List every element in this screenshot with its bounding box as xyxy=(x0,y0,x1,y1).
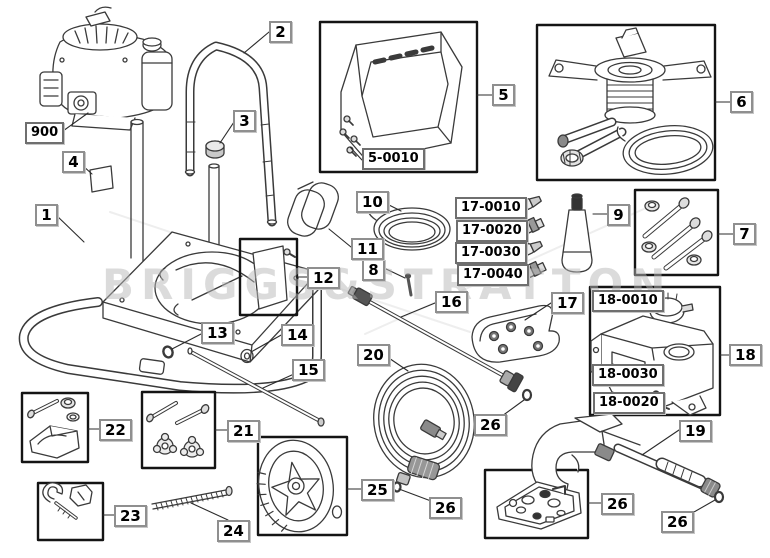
callout-bolt-kit: 7 xyxy=(733,223,756,245)
gun-drawing xyxy=(531,413,721,498)
callout-base-frame: 1 xyxy=(35,204,58,226)
callout-tank-cap: 18-0010 xyxy=(592,290,664,312)
callout-hook-kit: 23 xyxy=(114,505,147,527)
callout-plate-kit: 12 xyxy=(307,267,340,289)
callout-handle: 2 xyxy=(269,21,292,43)
o-ring-kit-drawing xyxy=(496,481,582,530)
callout-tank-body: 18-0030 xyxy=(592,364,664,386)
callout-o-ring-hose: 26 xyxy=(429,497,462,519)
callout-handle-cap: 3 xyxy=(233,110,256,132)
callout-knob-kit: 21 xyxy=(227,420,260,442)
callout-spray-gun: 19 xyxy=(679,420,712,442)
callout-threaded-rod: 24 xyxy=(217,520,250,542)
box-wheel-kit xyxy=(256,435,349,537)
wire-clip-drawing xyxy=(287,181,339,237)
callout-o-ring-wand: 26 xyxy=(474,414,507,436)
sticker-drawing xyxy=(89,165,114,193)
box-panel-kit xyxy=(318,20,479,174)
kit-boxes xyxy=(20,20,722,542)
pressure-hose-drawing xyxy=(373,363,475,486)
callout-chemical-hose: 10 xyxy=(356,191,389,213)
callout-nozzle-17-0020: 17-0020 xyxy=(456,220,528,242)
callout-washer: 14 xyxy=(281,324,314,346)
callout-foot-kit: 22 xyxy=(99,419,132,441)
callout-nozzle-17-0040: 17-0040 xyxy=(457,264,529,286)
box-foot-kit xyxy=(20,391,90,464)
hook-kit-drawing xyxy=(42,482,93,520)
callout-panel-kit: 5 xyxy=(492,84,515,106)
callout-pin: 8 xyxy=(362,259,385,281)
o-ring-wand-drawing xyxy=(521,388,533,402)
panel-drawing xyxy=(339,31,463,162)
chemical-hose-drawing xyxy=(367,203,451,251)
box-tank-kit xyxy=(588,285,722,417)
callout-pump-kit: 6 xyxy=(730,91,753,113)
callout-tank-screws: 18-0020 xyxy=(593,392,665,414)
callout-nozzle-holder: 9 xyxy=(607,204,630,226)
o-ring-axle-drawing xyxy=(162,345,174,359)
callout-o-ring-axle: 13 xyxy=(201,322,234,344)
callout-engine: 900 xyxy=(25,122,65,144)
box-hook-kit xyxy=(36,481,105,542)
bolt-kit-drawing xyxy=(641,197,713,271)
wand-drawing xyxy=(347,285,524,393)
callout-panel-hardware: 5-0010 xyxy=(362,148,425,170)
plate-drawing xyxy=(252,245,296,310)
callout-sticker: 4 xyxy=(62,151,85,173)
nozzle-rack-drawing xyxy=(471,304,560,363)
callout-nozzle-17-0030: 17-0030 xyxy=(455,242,527,264)
axle-drawing xyxy=(187,347,325,427)
foot-kit-drawing xyxy=(27,397,80,459)
pin-drawing xyxy=(404,273,413,297)
nozzle-holder-drawing xyxy=(561,193,593,273)
callout-nozzle-17-0010: 17-0010 xyxy=(455,197,527,219)
handle-cap-drawing xyxy=(205,140,225,159)
callout-axle: 15 xyxy=(292,359,325,381)
box-knob-kit xyxy=(140,390,217,470)
callout-tank-kit: 18 xyxy=(729,344,762,366)
box-bolt-kit xyxy=(633,188,720,277)
wheel-drawing xyxy=(256,439,343,533)
callout-o-ring-kit: 26 xyxy=(601,493,634,515)
callout-pressure-hose: 20 xyxy=(357,344,390,366)
o-ring-hose-drawing xyxy=(392,481,402,493)
callout-o-ring-gun: 26 xyxy=(661,511,694,533)
pump-drawing xyxy=(548,27,714,175)
engine-drawing xyxy=(39,6,173,131)
callout-wheel-kit: 25 xyxy=(361,479,394,501)
callout-nozzle-rack: 17 xyxy=(551,292,584,314)
rod-drawing xyxy=(151,485,233,511)
handle-drawing xyxy=(184,41,278,227)
o-ring-gun-drawing xyxy=(713,490,725,504)
washer-drawing xyxy=(240,348,254,364)
callout-wire-clip: 11 xyxy=(351,238,384,260)
callout-spray-wand: 16 xyxy=(435,291,468,313)
knob-kit-drawing xyxy=(146,401,210,458)
